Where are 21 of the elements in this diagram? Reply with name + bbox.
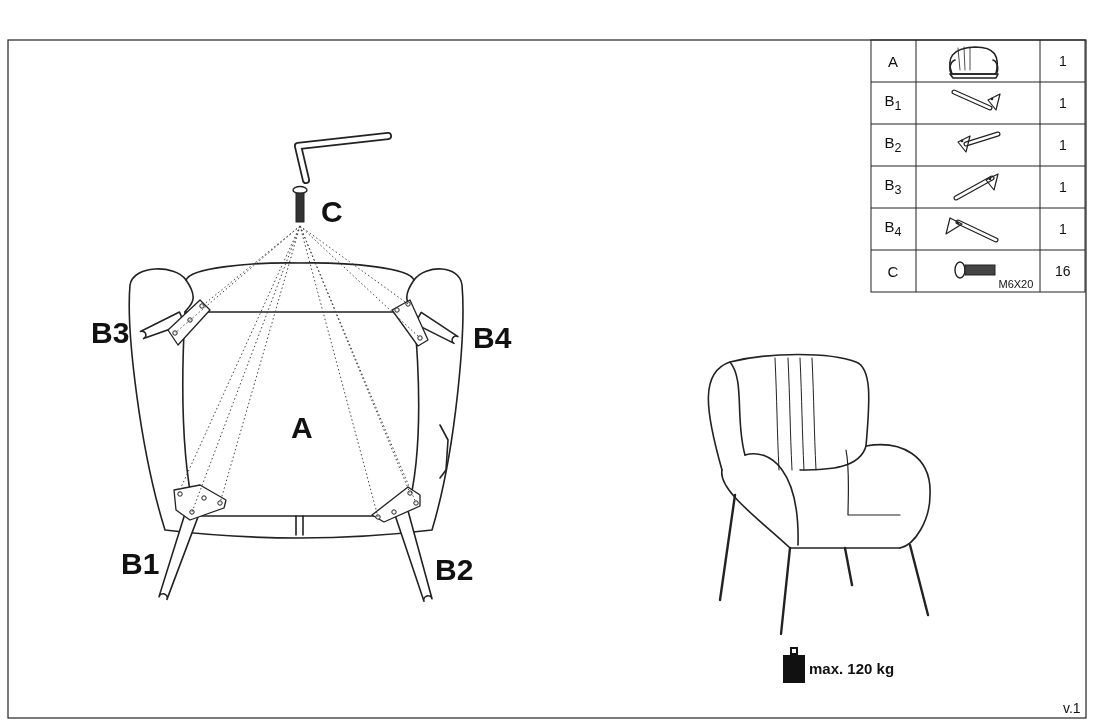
part-letter: B$_{4}$ [884,219,902,239]
quantity: 1 [1059,96,1067,110]
part-letter: B$_{1}$ [884,93,902,113]
quantity: 16 [1055,264,1071,278]
part-label: C [321,197,343,227]
quantity: 1 [1059,54,1067,68]
quantity: 1 [1059,222,1067,236]
screw-size: M6X20 [998,278,1034,290]
part-label: A [291,413,313,443]
part-label: B1 [121,549,160,579]
part-letter: B$_{2}$ [884,135,902,155]
quantity: 1 [1059,138,1067,152]
part-label: B4 [473,323,512,353]
part-letter: B$_{3}$ [884,177,902,197]
part-letter: A [888,53,898,69]
part-label: B3 [91,318,130,348]
part-label: B2 [435,555,474,585]
max-load-text: max. 120 kg [809,660,895,676]
quantity: 1 [1059,180,1067,194]
version-text: v.1 [1063,701,1081,715]
part-letter: C [887,263,899,279]
